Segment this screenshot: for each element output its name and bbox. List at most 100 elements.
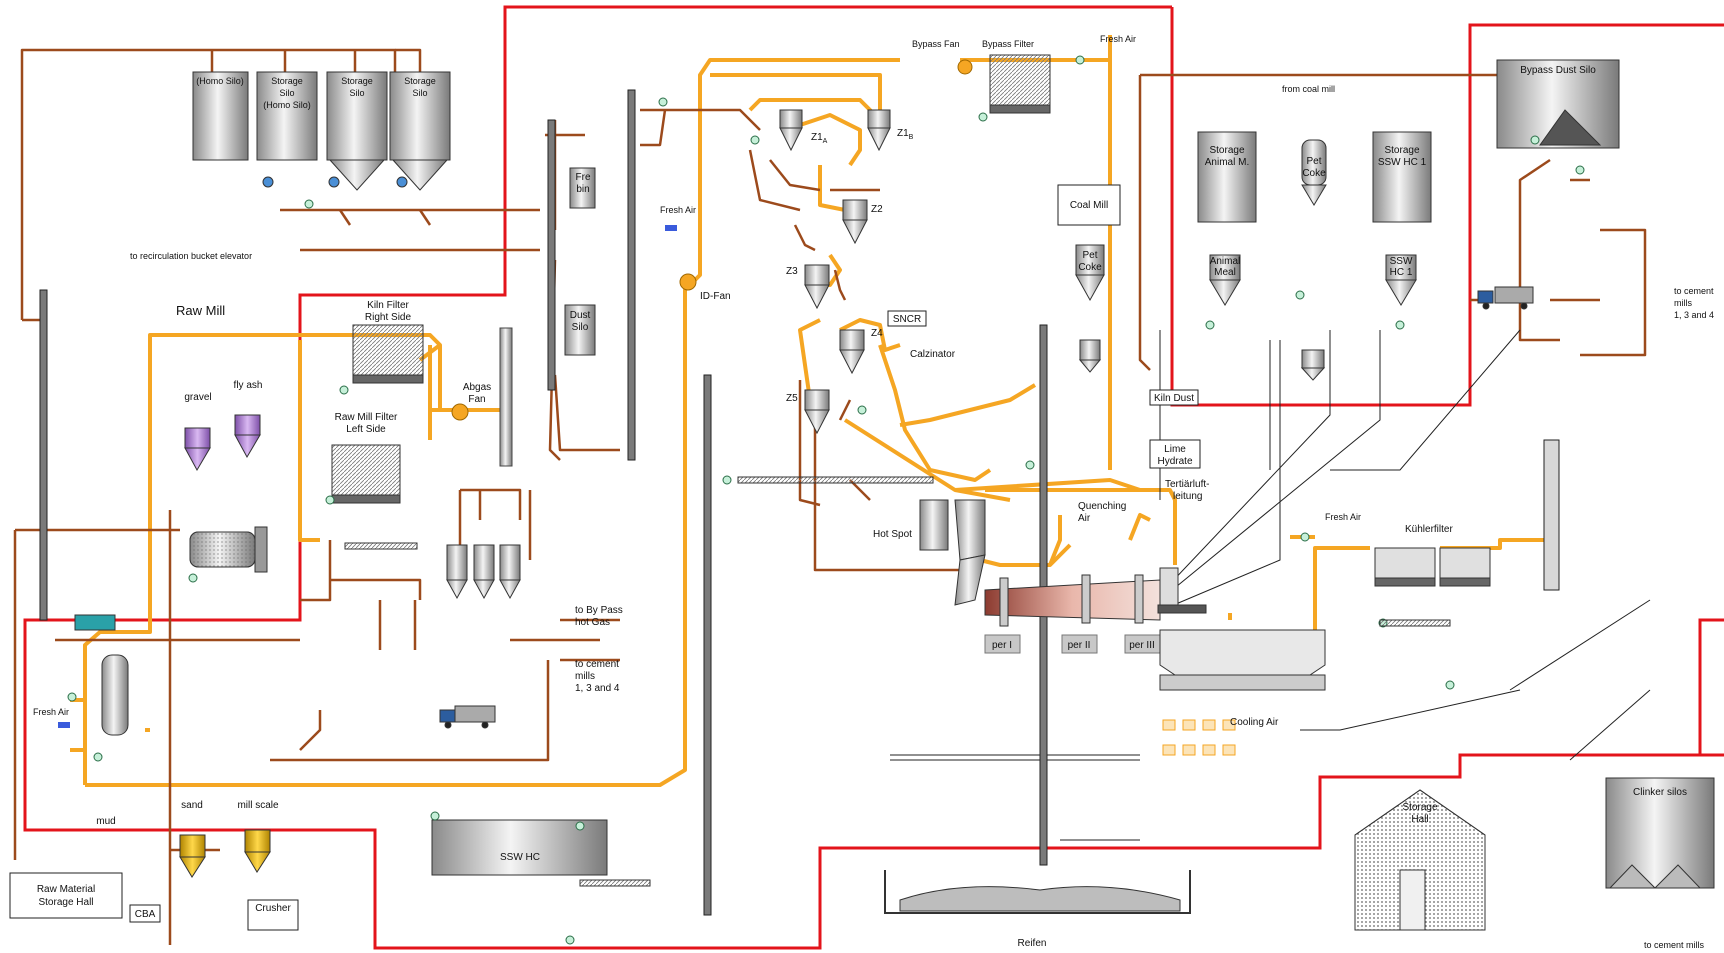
pet-coke-label-2: Coke	[1078, 262, 1102, 273]
abgas-fan-label-2: Fan	[468, 394, 485, 405]
truck-left	[439, 705, 496, 729]
kiln-filter-label-1: Kiln Filter	[367, 300, 409, 311]
raw-mill-label: Raw Mill	[176, 303, 225, 318]
bypass-filter	[989, 54, 1051, 114]
cooling-fans	[1162, 719, 1236, 756]
homo-silo	[192, 71, 249, 161]
fly-ash-label: fly ash	[234, 380, 263, 391]
storage-animal-label-2: Animal M.	[1205, 157, 1249, 168]
fresh-air-cooler-label: Fresh Air	[1325, 512, 1361, 522]
fresh-air-top-label: Fresh Air	[1100, 34, 1136, 44]
pet-coke-silo-right	[1300, 139, 1327, 381]
bucket-elevator-raw-2	[627, 89, 636, 461]
truck-right	[1477, 286, 1534, 310]
storage-silo-a-label-1: Storage	[341, 76, 373, 86]
raw-material-box	[9, 872, 123, 919]
storage-silo-a-label-2: Silo	[349, 88, 364, 98]
to-bypass-label-1: to By Pass	[575, 605, 623, 616]
sncr-box	[887, 310, 927, 327]
clinker-silos	[1605, 777, 1715, 889]
quenching-label-1: Quenching	[1078, 501, 1126, 512]
mill-scale-label: mill scale	[237, 800, 279, 811]
fre-bin-label-1: Fre	[576, 172, 591, 183]
clinker-silos-label: Clinker silos	[1633, 787, 1687, 798]
to-cement-mid-label-3: 1, 3 and 4	[575, 683, 620, 694]
from-coal-mill-label: from coal mill	[1282, 84, 1335, 94]
reifen-pit	[884, 870, 1191, 914]
pet-coke-label-1: Pet	[1082, 250, 1097, 261]
to-bypass-label-2: hot Gas	[575, 617, 610, 628]
to-cement-right-label-2: mills	[1674, 298, 1692, 308]
ball-mill	[189, 526, 268, 573]
cooling-air-label: Cooling Air	[1230, 717, 1279, 728]
fresh-air-left-damper	[58, 722, 70, 728]
per-iii-label: per III	[1129, 640, 1155, 651]
sand-label: sand	[181, 800, 203, 811]
bypass-fan-label: Bypass Fan	[912, 39, 960, 49]
to-cement-mid-label-2: mills	[575, 671, 595, 682]
fresh-air-mid-damper	[665, 225, 677, 231]
storage-hall	[1354, 789, 1486, 931]
raw-mill-filter-label-1: Raw Mill Filter	[335, 412, 398, 423]
zone-borders	[23, 5, 1724, 950]
kiln-filter-label-2: Right Side	[365, 312, 412, 323]
quenching-label-2: Air	[1078, 513, 1091, 524]
calzinator-label: Calzinator	[910, 349, 956, 360]
pet-coke-right-label-2: Coke	[1302, 168, 1326, 179]
homo-silo-label: (Homo Silo)	[196, 76, 244, 86]
fre-bin-label-2: bin	[576, 184, 589, 195]
blending-silos	[446, 544, 521, 600]
abgas-fan-label-1: Abgas	[463, 382, 491, 393]
bypass-filter-label: Bypass Filter	[982, 39, 1034, 49]
z3-label: Z3	[786, 266, 798, 277]
lime-hydrate-box	[1149, 439, 1201, 469]
to-cement-right-label-1: to cement	[1674, 286, 1714, 296]
z4-label: Z4	[871, 328, 883, 339]
calciner-inlet	[919, 499, 986, 606]
reifen-label: Reifen	[1018, 938, 1047, 949]
raw-mill-filter-label-2: Left Side	[346, 424, 386, 435]
cba-label: CBA	[135, 909, 156, 920]
bucket-elevators	[39, 89, 1560, 916]
vertical-mill	[74, 614, 129, 736]
dust-silo-label-1: Dust	[570, 310, 591, 321]
ssw-hc1-label-1: SSW	[1390, 256, 1413, 267]
z1a-label-sub: A	[823, 138, 828, 145]
coal-mill-box	[1057, 184, 1121, 226]
tertiar-label-1: Tertiärluft-	[1165, 479, 1209, 490]
storage-hall-label-2: Hall	[1411, 814, 1428, 825]
fresh-air-mid-label: Fresh Air	[660, 205, 696, 215]
storage-silo-homo-label-3: (Homo Silo)	[263, 100, 311, 110]
tertiar-label-2: leitung	[1173, 491, 1202, 502]
storage-silo-b-label-1: Storage	[404, 76, 436, 86]
kiln-dust-label: Kiln Dust	[1154, 393, 1194, 404]
id-fan	[679, 273, 697, 291]
bypass-fan	[957, 59, 973, 75]
pet-coke-right-label-1: Pet	[1306, 156, 1321, 167]
fre-bin	[564, 167, 596, 356]
lime-hydrate-label-2: Hydrate	[1157, 456, 1192, 467]
z1b-label: Z1B	[897, 128, 914, 141]
z2-label: Z2	[871, 204, 883, 215]
id-fan-label: ID-Fan	[700, 291, 731, 302]
animal-meal-label-1: Animal	[1210, 256, 1241, 267]
storage-ssw-label-2: SSW HC 1	[1378, 157, 1427, 168]
coal-mill-label: Coal Mill	[1070, 200, 1108, 211]
rotary-kiln	[984, 567, 1207, 627]
to-cement-mid-label-1: to cement	[575, 659, 619, 670]
to-cement-right-label-3: 1, 3 and 4	[1674, 310, 1714, 320]
storage-silo-homo-label-1: Storage	[271, 76, 303, 86]
fresh-air-left-label: Fresh Air	[33, 707, 69, 717]
storage-silo-homo	[256, 71, 318, 161]
animal-meal-label-2: Meal	[1214, 267, 1236, 278]
z1a-label: Z1A	[811, 132, 828, 145]
sncr-label: SNCR	[893, 314, 921, 325]
kiln-dust-box	[1149, 389, 1199, 406]
dust-silo-label-2: Silo	[572, 322, 589, 333]
z1a-label-base: Z1	[811, 132, 823, 143]
thin-lines	[890, 329, 1651, 841]
storage-silo-homo-label-2: Silo	[279, 88, 294, 98]
gravel-label: gravel	[184, 392, 211, 403]
ssw-hc-label: SSW HC	[500, 852, 540, 863]
